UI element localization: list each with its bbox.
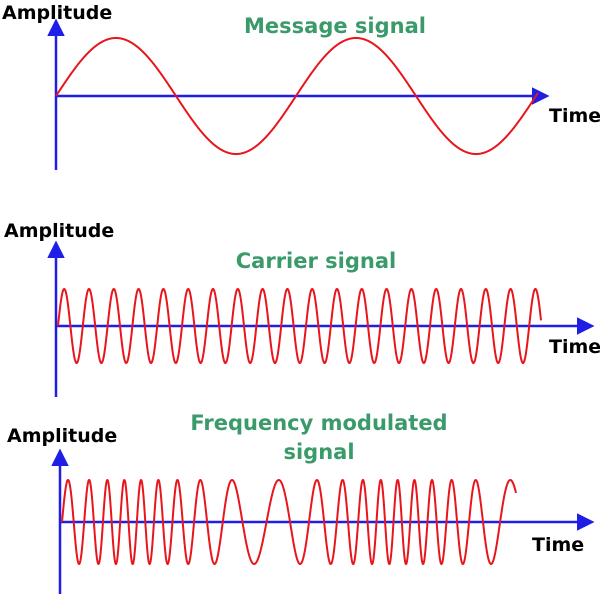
message-y-axis-label: Amplitude <box>2 2 112 24</box>
fm-title-line-2: signal <box>283 440 354 464</box>
message-title: Message signal <box>244 14 426 38</box>
fm-title-line-1: Frequency modulated <box>190 411 447 435</box>
message-waveform <box>55 37 539 155</box>
message-x-axis-label: Time <box>549 105 600 127</box>
fm-waveform <box>61 478 517 566</box>
fm-x-axis-label: Time <box>532 534 584 556</box>
carrier-y-axis-label: Amplitude <box>4 220 114 242</box>
fm-panel: Amplitude Frequency modulated signal Tim… <box>7 411 595 594</box>
carrier-title: Carrier signal <box>236 249 396 273</box>
carrier-x-axis-label: Time <box>549 336 600 358</box>
fm-y-axis-label: Amplitude <box>7 425 117 447</box>
message-panel: Amplitude Message signal Time <box>2 2 600 170</box>
carrier-panel: Amplitude Carrier signal Time <box>4 220 600 397</box>
carrier-waveform <box>57 287 542 365</box>
